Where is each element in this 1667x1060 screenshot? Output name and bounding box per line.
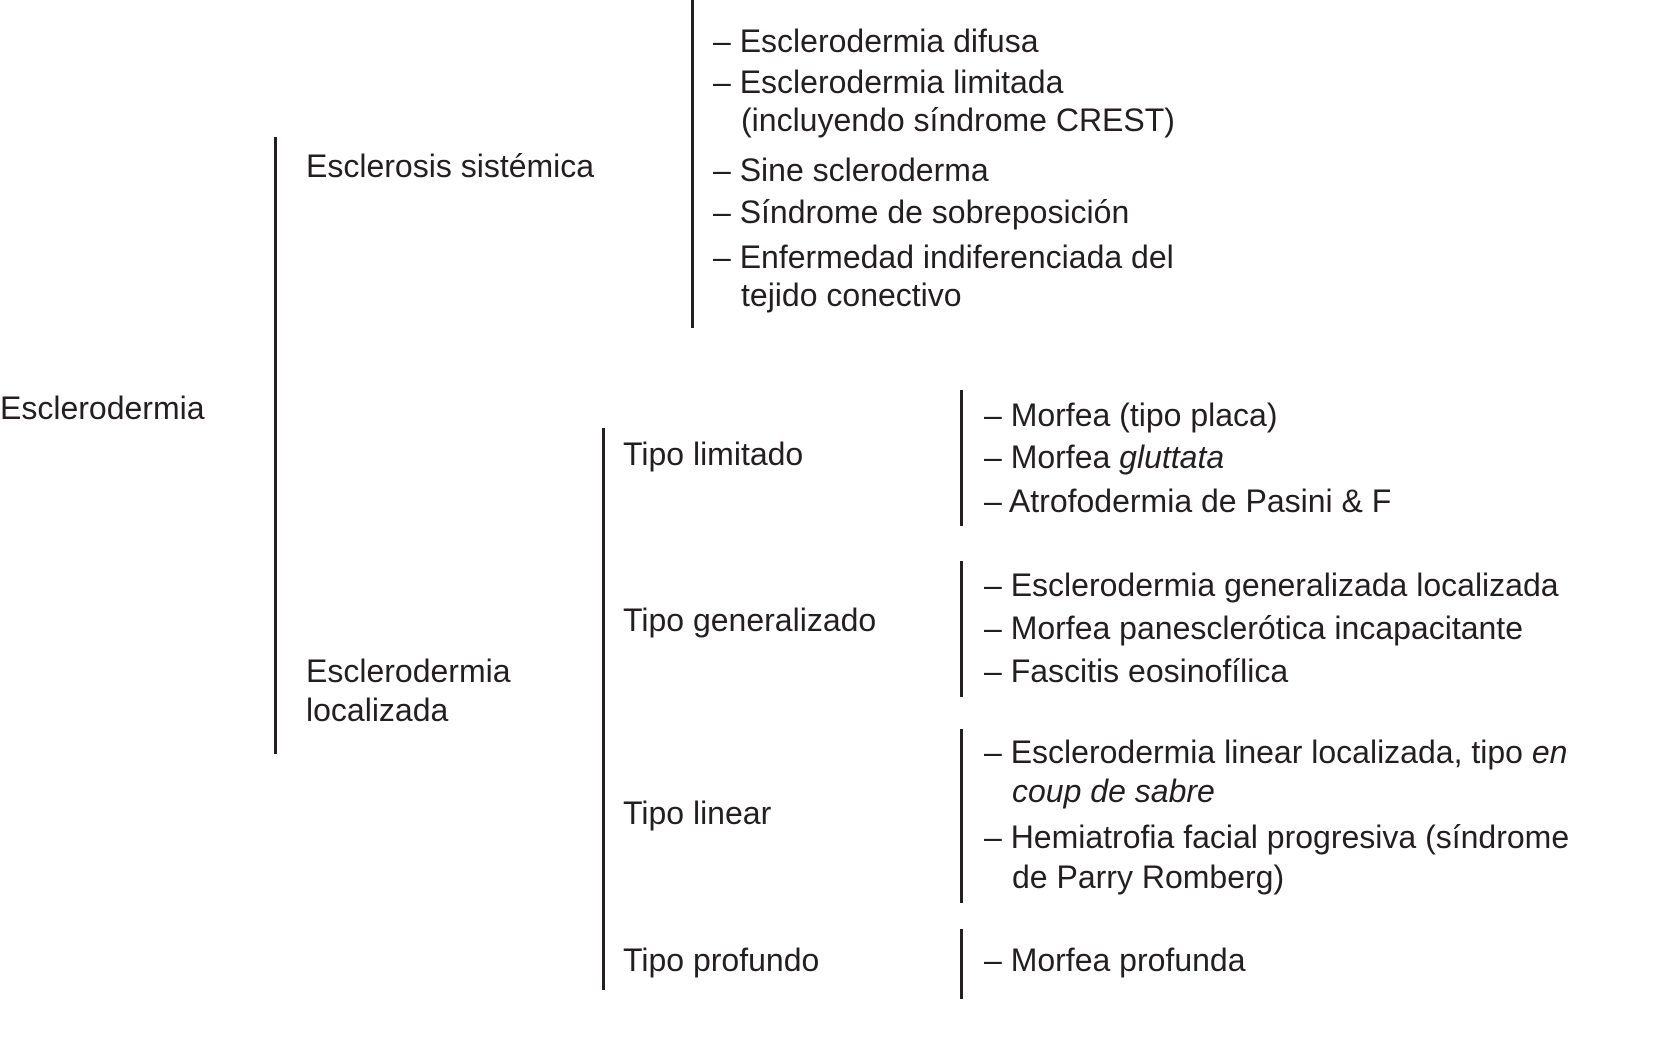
linear-item-continuation: coup de sabre: [1012, 773, 1215, 809]
limited-item: – Atrofodermia de Pasini & F: [984, 483, 1392, 519]
type-linear-label: Tipo linear: [623, 795, 772, 831]
generalized-item: – Fascitis eosinofílica: [984, 653, 1289, 689]
systemic-item: – Síndrome de sobreposición: [713, 194, 1130, 230]
type-limited-label: Tipo limitado: [623, 436, 804, 472]
localized-bracket: [602, 428, 605, 990]
systemic-bracket: [691, 0, 694, 328]
root-node-label: Esclerodermia: [0, 390, 205, 426]
systemic-item-continuation: (incluyendo síndrome CREST): [741, 102, 1175, 138]
systemic-item: – Esclerodermia limitada: [713, 64, 1064, 100]
localized-scleroderma-label: Esclerodermia: [306, 653, 511, 689]
linear-item: – Hemiatrofia facial progresiva (síndrom…: [984, 819, 1570, 855]
deep-bracket: [960, 929, 963, 999]
generalized-item: – Esclerodermia generalizada localizada: [984, 567, 1559, 603]
root-bracket: [274, 137, 277, 754]
systemic-item: – Sine scleroderma: [713, 152, 989, 188]
linear-bracket: [960, 729, 963, 903]
generalized-bracket: [960, 561, 963, 697]
linear-item-continuation: de Parry Romberg): [1012, 859, 1285, 895]
systemic-item: – Esclerodermia difusa: [713, 23, 1039, 59]
deep-item: – Morfea profunda: [984, 942, 1246, 978]
systemic-item: – Enfermedad indiferenciada del: [713, 239, 1174, 275]
limited-item: – Morfea gluttata: [984, 439, 1225, 475]
type-deep-label: Tipo profundo: [623, 942, 820, 978]
systemic-sclerosis-label: Esclerosis sistémica: [306, 148, 595, 184]
generalized-item: – Morfea panesclerótica incapacitante: [984, 610, 1523, 646]
linear-item: – Esclerodermia linear localizada, tipo …: [984, 734, 1568, 770]
localized-scleroderma-label: localizada: [306, 692, 449, 728]
type-generalized-label: Tipo generalizado: [623, 602, 877, 638]
limited-item: – Morfea (tipo placa): [984, 397, 1278, 433]
systemic-item-continuation: tejido conectivo: [741, 277, 962, 313]
limited-bracket: [960, 390, 963, 526]
